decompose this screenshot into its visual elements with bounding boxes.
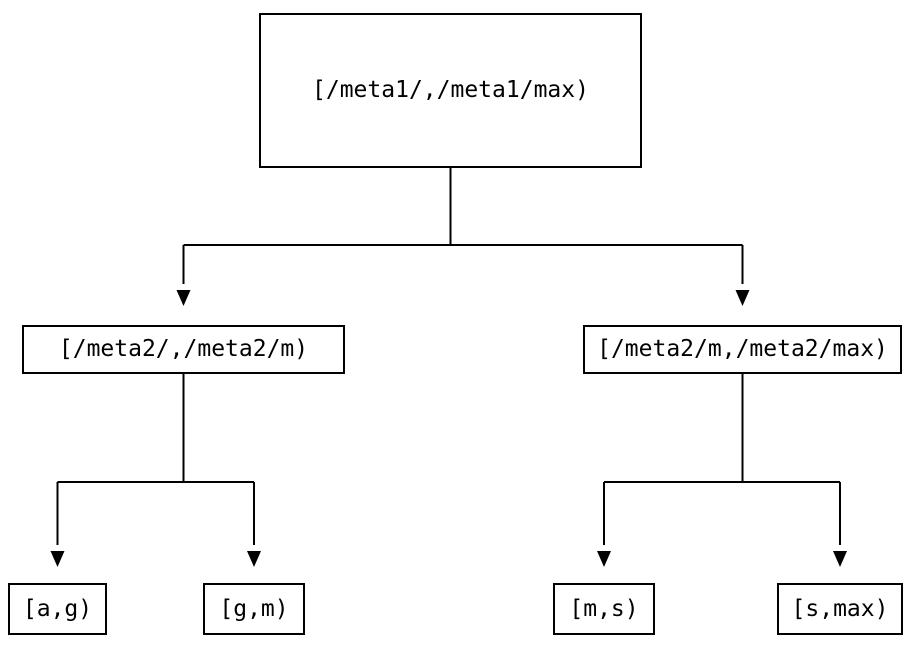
edge-root-children <box>176 168 750 306</box>
node-leaf-m-s: [m,s) <box>553 583 655 635</box>
edge-meta2-high-children <box>597 374 847 567</box>
node-meta2-high: [/meta2/m,/meta2/max) <box>583 325 902 374</box>
arrow-down-icon <box>247 551 261 567</box>
node-leaf-a-g: [a,g) <box>8 583 107 635</box>
arrow-down-icon <box>176 290 191 306</box>
node-leaf-s-max: [s,max) <box>777 583 903 635</box>
arrow-down-icon <box>597 551 611 567</box>
arrow-down-icon <box>50 551 65 567</box>
arrow-down-icon <box>735 290 750 306</box>
node-leaf-g-m: [g,m) <box>203 583 305 635</box>
node-root: [/meta1/,/meta1/max) <box>259 13 642 168</box>
arrow-down-icon <box>833 551 847 567</box>
edge-meta2-low-children <box>50 374 261 567</box>
node-meta2-low: [/meta2/,/meta2/m) <box>22 325 345 374</box>
